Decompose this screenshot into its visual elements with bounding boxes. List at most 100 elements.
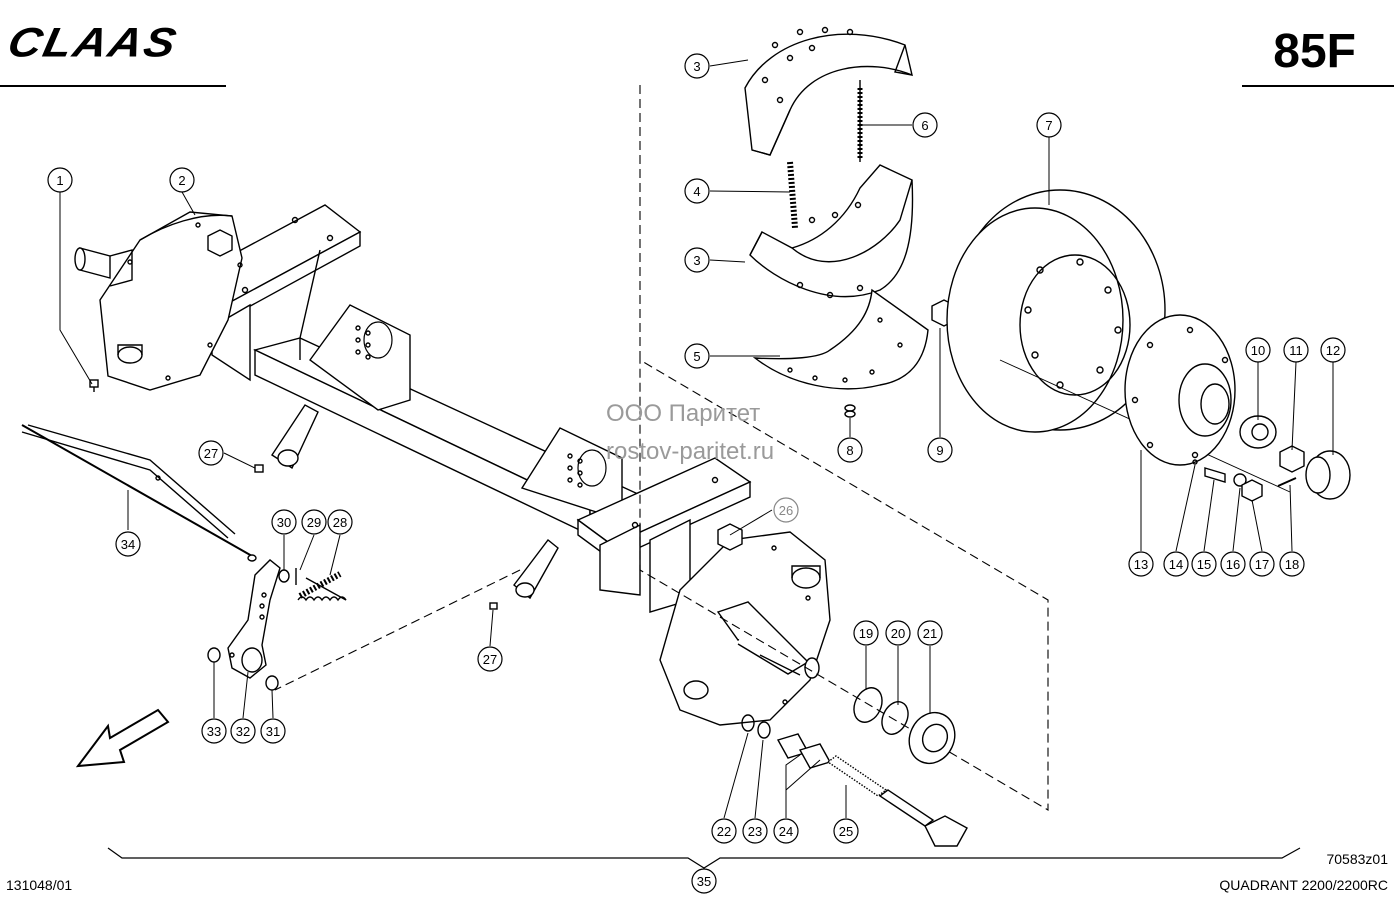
callout-8: 8 bbox=[837, 437, 863, 463]
callout-number: 11 bbox=[1289, 343, 1303, 358]
direction-arrow bbox=[75, 708, 170, 768]
right-brake-backing-plate bbox=[659, 523, 831, 726]
grease-nipple-27a bbox=[254, 464, 264, 473]
callout-27: 27 bbox=[198, 440, 224, 466]
callout-number: 31 bbox=[266, 724, 280, 739]
left-brake-backing-plate bbox=[74, 211, 243, 391]
callout-circle bbox=[47, 167, 73, 193]
callout-35: 35 bbox=[691, 868, 717, 894]
hub-cap-12 bbox=[1305, 450, 1351, 500]
callout-circle bbox=[201, 718, 227, 744]
callout-number: 34 bbox=[121, 537, 135, 552]
seal-19 bbox=[853, 687, 883, 723]
callout-number: 32 bbox=[236, 724, 250, 739]
callout-circle bbox=[917, 620, 943, 646]
callout-circle bbox=[773, 497, 799, 523]
callout-circle bbox=[327, 509, 353, 535]
callout-number: 29 bbox=[307, 515, 321, 530]
callout-number: 3 bbox=[693, 253, 700, 268]
callout-number: 6 bbox=[921, 118, 928, 133]
callout-circle bbox=[853, 620, 879, 646]
callout-number: 33 bbox=[207, 724, 221, 739]
beam-lug-plate bbox=[309, 304, 411, 411]
callout-number: 18 bbox=[1285, 557, 1299, 572]
callout-number: 4 bbox=[693, 184, 700, 199]
footer-drawing-code: 70583z01 bbox=[1326, 851, 1388, 867]
right-mount-bracket bbox=[576, 457, 752, 613]
callout-circle bbox=[169, 167, 195, 193]
brake-rod bbox=[21, 424, 257, 562]
washer-30 bbox=[278, 569, 290, 583]
callout-33: 33 bbox=[201, 718, 227, 744]
callout-number: 13 bbox=[1134, 557, 1148, 572]
callout-16: 16 bbox=[1220, 551, 1246, 577]
callout-34: 34 bbox=[115, 531, 141, 557]
callout-22: 22 bbox=[711, 818, 737, 844]
callout-circle bbox=[837, 437, 863, 463]
callout-31: 31 bbox=[260, 718, 286, 744]
callout-23: 23 bbox=[742, 818, 768, 844]
callout-circle bbox=[477, 646, 503, 672]
callout-11: 11 bbox=[1283, 337, 1309, 363]
stud-15 bbox=[1204, 467, 1226, 483]
pin-14 bbox=[1192, 459, 1198, 465]
callout-26: 26 bbox=[773, 497, 799, 523]
watermark-line-1: ООО Паритет bbox=[606, 400, 761, 427]
callout-10: 10 bbox=[1245, 337, 1271, 363]
callout-number: 19 bbox=[859, 626, 873, 641]
callout-circle bbox=[912, 112, 938, 138]
callout-circle bbox=[691, 868, 717, 894]
circlip-33 bbox=[207, 647, 221, 663]
callout-9: 9 bbox=[927, 437, 953, 463]
wheel-hub-13 bbox=[1124, 314, 1236, 466]
assembly-bracket bbox=[107, 847, 1301, 869]
footer-left-code: 131048/01 bbox=[6, 877, 73, 893]
slack-adjuster bbox=[227, 559, 281, 679]
camshaft-25 bbox=[826, 755, 968, 847]
callout-29: 29 bbox=[301, 509, 327, 535]
callout-18: 18 bbox=[1279, 551, 1305, 577]
callout-27: 27 bbox=[477, 646, 503, 672]
callout-number: 30 bbox=[277, 515, 291, 530]
callout-number: 27 bbox=[483, 652, 497, 667]
callout-number: 2 bbox=[178, 173, 185, 188]
callout-number: 5 bbox=[693, 349, 700, 364]
callout-circle bbox=[260, 718, 286, 744]
callout-number: 24 bbox=[779, 824, 793, 839]
callout-number: 14 bbox=[1169, 557, 1183, 572]
callout-28: 28 bbox=[327, 509, 353, 535]
assembly-boundary bbox=[639, 85, 1049, 811]
callout-circle bbox=[115, 531, 141, 557]
nut-17 bbox=[1241, 479, 1263, 502]
callout-number: 21 bbox=[923, 626, 937, 641]
callout-3: 3 bbox=[684, 247, 710, 273]
page-code: 85F bbox=[1273, 25, 1356, 78]
callout-32: 32 bbox=[230, 718, 256, 744]
callout-number: 7 bbox=[1045, 118, 1052, 133]
callout-7: 7 bbox=[1036, 112, 1062, 138]
callout-circle bbox=[198, 440, 224, 466]
callout-circle bbox=[885, 620, 911, 646]
watermark-line-2: rostov-paritet.ru bbox=[606, 438, 775, 465]
callout-20: 20 bbox=[885, 620, 911, 646]
callout-number: 35 bbox=[697, 874, 711, 889]
callout-2: 2 bbox=[169, 167, 195, 193]
rivet-8 bbox=[844, 404, 856, 418]
brake-shoe-lower bbox=[749, 164, 914, 299]
brake-drum-7 bbox=[946, 189, 1166, 433]
callout-circle bbox=[1220, 551, 1246, 577]
callout-circle bbox=[1191, 551, 1217, 577]
callout-number: 20 bbox=[891, 626, 905, 641]
callout-circle bbox=[271, 509, 297, 535]
callout-number: 25 bbox=[839, 824, 853, 839]
callout-circle bbox=[684, 178, 710, 204]
grease-nipple-1 bbox=[89, 379, 99, 392]
callout-12: 12 bbox=[1320, 337, 1346, 363]
bearing-21 bbox=[908, 711, 956, 765]
bearing-10 bbox=[1239, 415, 1277, 449]
callout-circle bbox=[1283, 337, 1309, 363]
spring-28 bbox=[297, 571, 347, 602]
callout-number: 3 bbox=[693, 59, 700, 74]
callout-circle bbox=[1128, 551, 1154, 577]
